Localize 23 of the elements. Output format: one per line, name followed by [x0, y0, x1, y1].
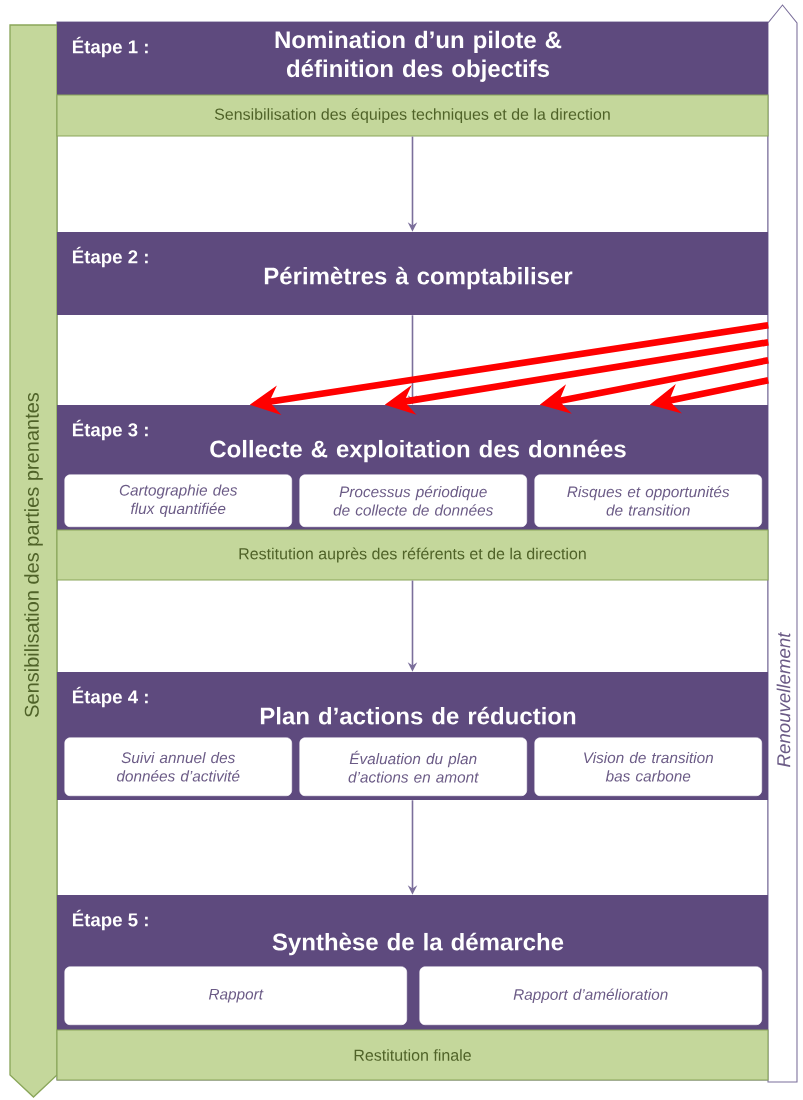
step-title: Plan d’actions de réduction [260, 706, 576, 725]
step-number: Étape 2 : [72, 246, 148, 268]
band-label: Renouvellement [776, 631, 791, 767]
deliverable-box: Rapport d’amélioration [419, 966, 762, 1025]
band-label: Sensibilisation des parties prenantes [24, 392, 43, 717]
feedback-bar: Sensibilisation des équipes techniques et de la direction [56, 94, 769, 137]
deliverable-box: Cartographie des flux quantifiée [64, 474, 292, 527]
step-number: Étape 3 : [72, 419, 148, 441]
deliverable-box: Rapport [64, 966, 407, 1025]
step-title: Périmètres à comptabiliser [264, 266, 573, 290]
step-title: Nomination d’un pilote & définition des objectifs [275, 30, 562, 82]
step-title: Collecte & exploitation des données [210, 439, 626, 463]
step-number: Étape 4 : [72, 686, 148, 708]
step-number: Étape 5 : [72, 909, 148, 931]
deliverable-box: Suivi annuel des données d’activité [64, 737, 292, 796]
feedback-bar: Restitution auprès des référents et de la direction [56, 529, 769, 581]
deliverable-box: Risques et opportunités de transition [534, 474, 762, 527]
feedback-bar: Restitution finale [56, 1029, 769, 1081]
deliverable-box: Vision de transition bas carbone [534, 737, 762, 796]
deliverable-box: Processus périodique de collecte de données [299, 474, 527, 527]
step-title: Synthèse de la démarche [272, 932, 564, 956]
step-number: Étape 1 : [72, 36, 148, 58]
deliverable-box: Évaluation du plan d’actions en amont [299, 737, 527, 796]
